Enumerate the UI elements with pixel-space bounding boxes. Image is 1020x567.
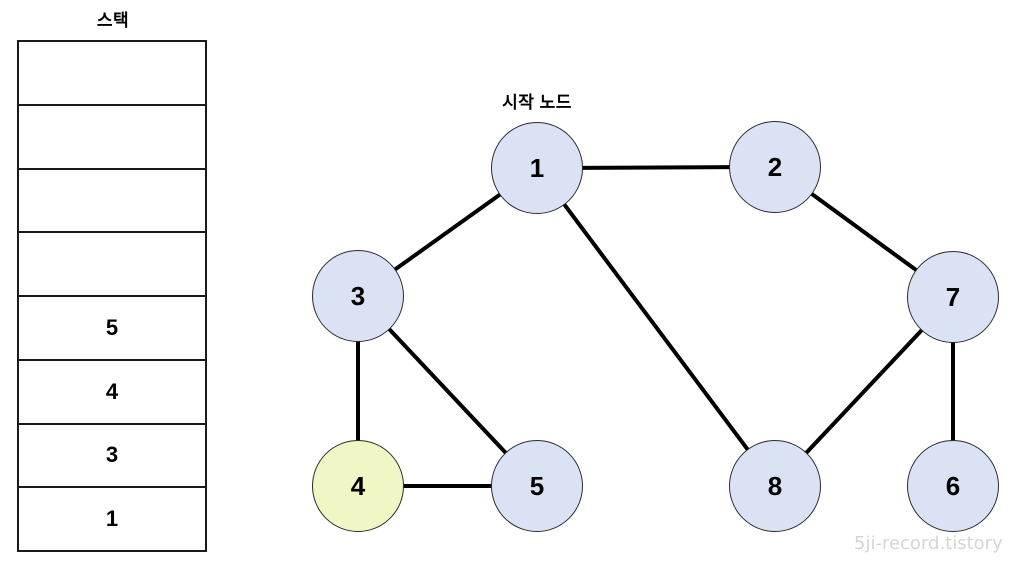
graph-edge [803, 327, 925, 456]
start-node-label: 시작 노드 [502, 93, 572, 112]
stack-cell-empty [19, 170, 205, 234]
stack-cell-filled: 5 [19, 297, 205, 361]
graph-node-7[interactable]: 7 [907, 251, 999, 343]
graph-edge [578, 165, 734, 170]
graph-edge [386, 326, 509, 456]
graph-node-4[interactable]: 4 [312, 440, 404, 532]
stack-cell-empty [19, 233, 205, 297]
stack-cell-filled: 1 [105, 506, 119, 532]
graph-edge [561, 201, 751, 453]
graph-node-3[interactable]: 3 [312, 250, 404, 342]
stack-cell-filled: 4 [19, 361, 205, 425]
graph-node-1[interactable]: 1 [491, 122, 583, 214]
stack-cell-filled: 3 [19, 425, 205, 489]
stack-cell-empty [19, 42, 205, 106]
graph-node-8[interactable]: 8 [729, 440, 821, 532]
graph-node-5[interactable]: 5 [491, 440, 583, 532]
graph-edge [808, 190, 920, 274]
graph-edge [391, 191, 504, 273]
graph-node-6[interactable]: 6 [907, 440, 999, 532]
graph-node-2[interactable]: 2 [729, 121, 821, 213]
watermark: 5ji-record.tistory [854, 533, 1003, 554]
stack-cell-empty [19, 106, 205, 170]
stack-title: 스택 [96, 11, 130, 30]
